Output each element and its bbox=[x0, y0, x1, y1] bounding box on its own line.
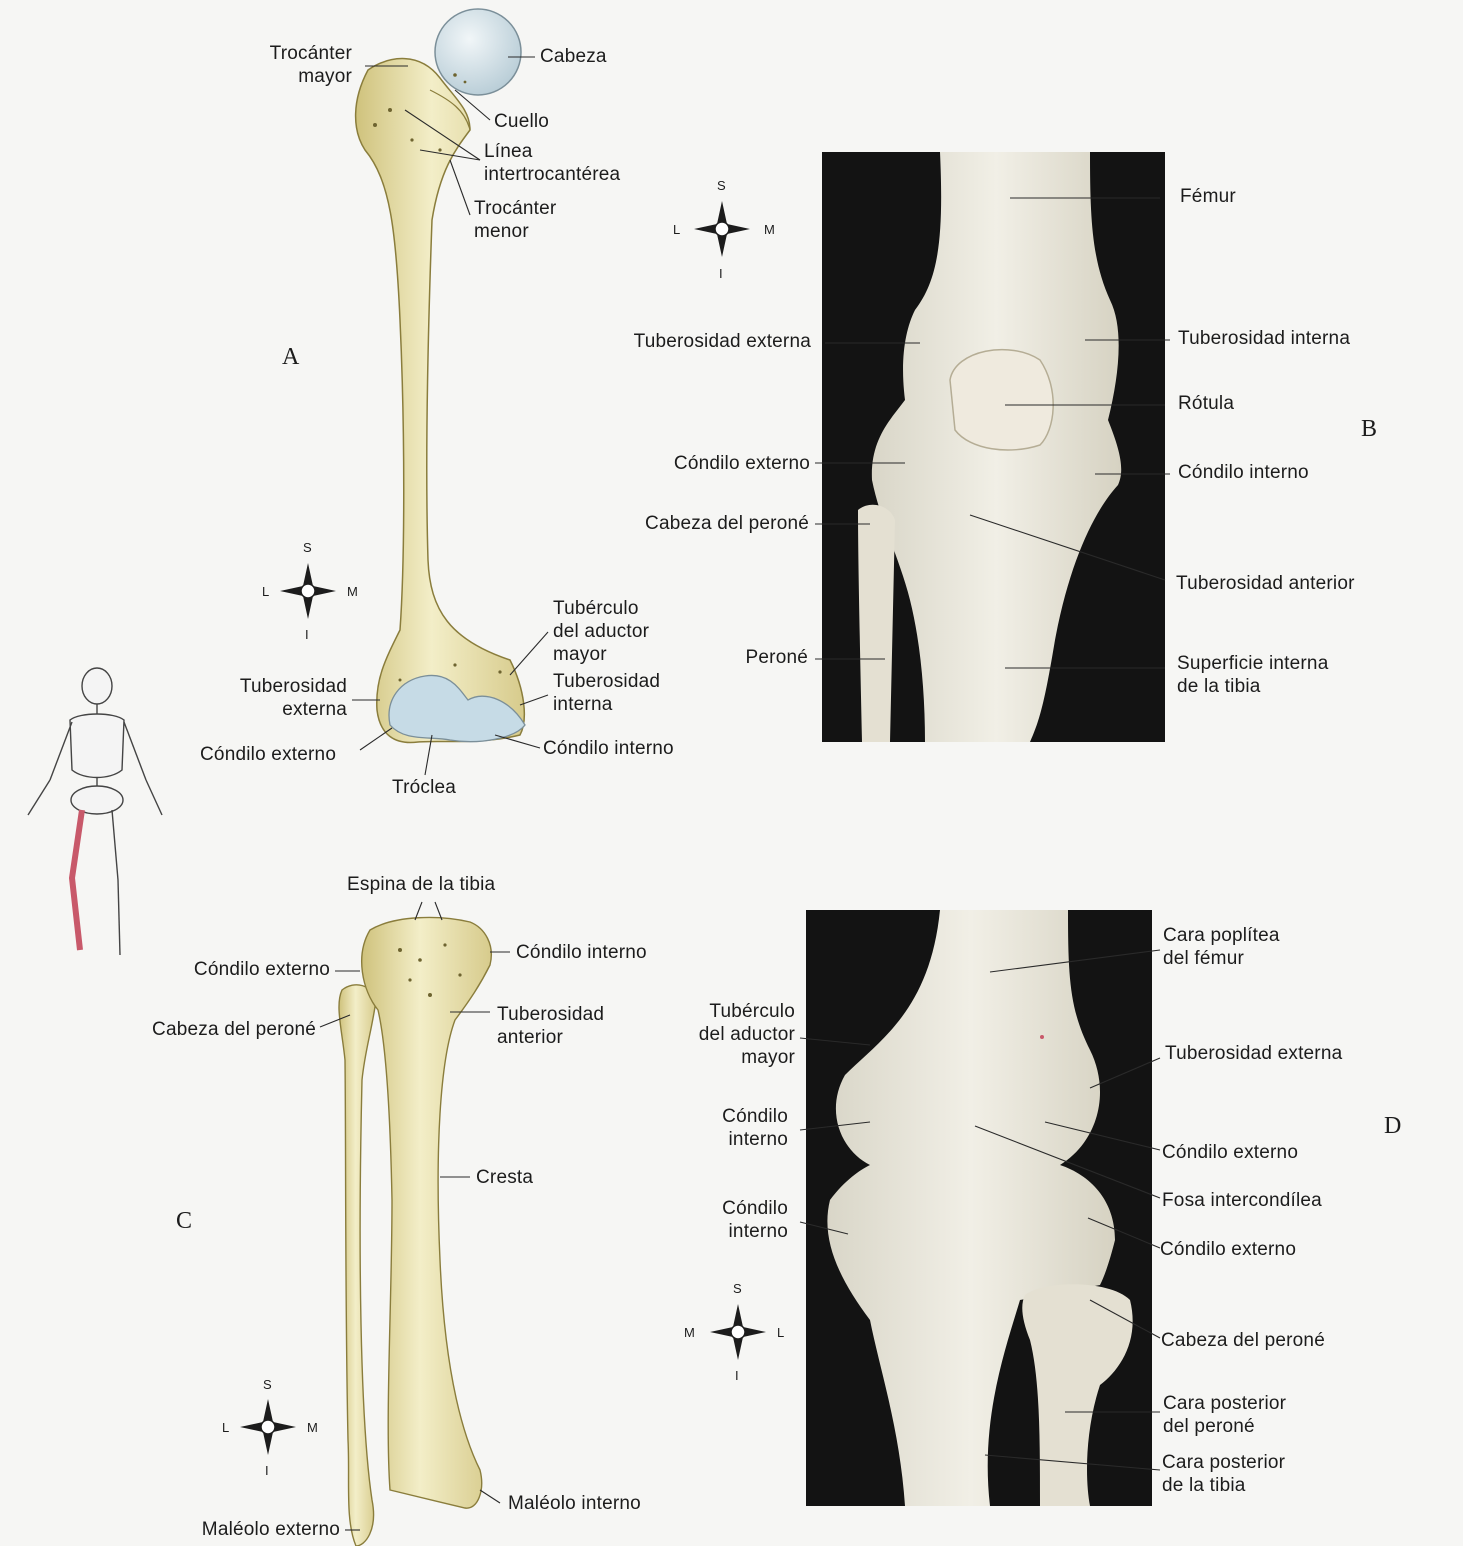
compass-b-i: I bbox=[719, 266, 723, 281]
label-condilo-externo-d1: Cóndilo externo bbox=[1162, 1142, 1299, 1163]
compass-a-s: S bbox=[303, 540, 312, 555]
label-cabeza-perone-b: Cabeza del peroné bbox=[645, 513, 809, 534]
label-tuberosidad-anterior-b: Tuberosidad anterior bbox=[1176, 573, 1355, 594]
label-condilo-interno-d2: Cóndilo interno bbox=[722, 1198, 788, 1242]
compass-c-s: S bbox=[263, 1377, 272, 1392]
label-fosa-intercondilea: Fosa intercondílea bbox=[1162, 1190, 1322, 1211]
compass-a bbox=[280, 563, 336, 619]
compass-c-m: M bbox=[307, 1420, 318, 1435]
skeleton-thumbnail bbox=[27, 667, 163, 956]
compass-c bbox=[240, 1399, 296, 1455]
label-cara-posterior-tibia: Cara posterior de la tibia bbox=[1162, 1452, 1286, 1496]
label-troclea: Tróclea bbox=[392, 777, 457, 798]
compass-d-m: L bbox=[777, 1325, 785, 1340]
label-femur: Fémur bbox=[1180, 186, 1236, 207]
label-trocanter-menor: Trocánter menor bbox=[474, 198, 557, 242]
compass-a-l: L bbox=[262, 584, 270, 599]
label-tuberosidad-interna-b: Tuberosidad interna bbox=[1178, 328, 1351, 349]
knee-posterior-photo bbox=[806, 910, 1152, 1506]
label-cresta: Cresta bbox=[476, 1167, 534, 1188]
compass-c-i: I bbox=[265, 1463, 269, 1478]
compass-d-l: M bbox=[684, 1325, 695, 1340]
label-trocanter-mayor: Trocánter mayor bbox=[269, 43, 352, 87]
label-tuberosidad-anterior-c: Tuberosidad anterior bbox=[497, 1004, 605, 1048]
label-condilo-externo-c: Cóndilo externo bbox=[193, 959, 330, 980]
label-cuello: Cuello bbox=[494, 111, 550, 132]
panel-letter-a: A bbox=[282, 344, 300, 370]
panel-letter-d: D bbox=[1384, 1113, 1402, 1139]
label-linea-intertrocanterea: Línea intertrocantérea bbox=[484, 141, 621, 185]
compass-b-m: M bbox=[764, 222, 775, 237]
label-condilo-interno-c: Cóndilo interno bbox=[516, 942, 647, 963]
label-rotula: Rótula bbox=[1178, 393, 1235, 414]
leaders-a bbox=[352, 56, 549, 776]
compass-d-i: I bbox=[735, 1368, 739, 1383]
panel-letter-b: B bbox=[1361, 416, 1378, 442]
label-cara-posterior-perone: Cara posterior del peroné bbox=[1163, 1393, 1287, 1437]
label-cabeza-perone-d: Cabeza del peroné bbox=[1161, 1330, 1325, 1351]
label-tuberculo-aductor: Tubérculo del aductor mayor bbox=[553, 598, 650, 665]
compass-c-l: L bbox=[222, 1420, 230, 1435]
label-tuberculo-aductor-d: Tubérculo del aductor mayor bbox=[698, 1001, 795, 1068]
label-condilo-externo-a: Cóndilo externo bbox=[200, 744, 337, 765]
compass-b-s: S bbox=[717, 178, 726, 193]
tibia-fibula-illustration bbox=[338, 916, 492, 1546]
label-tuberosidad-externa-a: Tuberosidad externa bbox=[239, 676, 347, 720]
label-tuberosidad-externa-b: Tuberosidad externa bbox=[633, 331, 811, 352]
leaders-b bbox=[815, 197, 1170, 669]
label-maleolo-interno: Maléolo interno bbox=[508, 1493, 641, 1514]
compass-d bbox=[710, 1304, 766, 1360]
compass-d-s: S bbox=[733, 1281, 742, 1296]
label-maleolo-externo: Maléolo externo bbox=[201, 1519, 340, 1540]
label-tuberosidad-externa-d: Tuberosidad externa bbox=[1165, 1043, 1343, 1064]
label-tuberosidad-interna-a: Tuberosidad interna bbox=[553, 671, 661, 715]
label-cara-poplitea-femur: Cara poplítea del fémur bbox=[1163, 925, 1280, 969]
label-superficie-interna-tibia: Superficie interna de la tibia bbox=[1177, 653, 1329, 697]
label-condilo-interno-b: Cóndilo interno bbox=[1178, 462, 1309, 483]
femur-illustration bbox=[354, 8, 526, 744]
panel-letter-c: C bbox=[176, 1208, 193, 1234]
leaders-c bbox=[319, 901, 510, 1531]
label-espina-tibia: Espina de la tibia bbox=[347, 874, 496, 895]
compass-b bbox=[694, 201, 750, 257]
label-cabeza: Cabeza bbox=[540, 46, 607, 67]
compass-a-i: I bbox=[305, 627, 309, 642]
knee-anterior-photo bbox=[822, 152, 1165, 742]
label-condilo-interno-a: Cóndilo interno bbox=[543, 738, 674, 759]
compass-a-m: M bbox=[347, 584, 358, 599]
label-condilo-interno-d1: Cóndilo interno bbox=[722, 1106, 788, 1150]
leaders-d bbox=[799, 949, 1161, 1471]
label-perone: Peroné bbox=[745, 647, 808, 668]
label-condilo-externo-d2: Cóndilo externo bbox=[1160, 1239, 1297, 1260]
label-condilo-externo-b: Cóndilo externo bbox=[673, 453, 810, 474]
compass-b-l: L bbox=[673, 222, 681, 237]
label-cabeza-perone-c: Cabeza del peroné bbox=[152, 1019, 316, 1040]
